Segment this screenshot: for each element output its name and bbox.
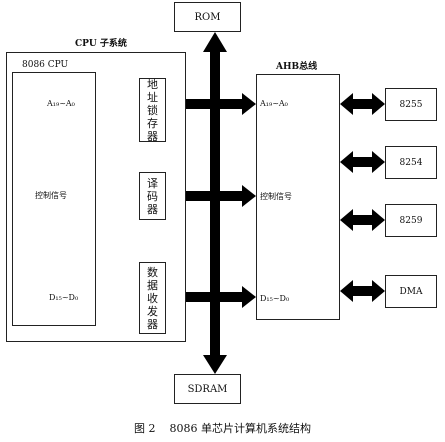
ahb-addr-label: A₁₉~A₀: [260, 99, 288, 108]
peripheral-8259-label: 8259: [399, 215, 423, 226]
bus-ahb-data-arrow: [220, 286, 256, 308]
cpu-subsystem-title: CPU 子系统: [75, 39, 127, 49]
sdram-label: SDRAM: [187, 383, 228, 395]
ahb-data-label: D₁₅~D₀: [260, 294, 290, 303]
bus-ahb-ctrl-arrow: [220, 185, 256, 207]
figure-caption: 图 2 8086 单芯片计算机系统结构: [134, 422, 311, 435]
address-latch-box: 地址锁存器: [139, 77, 166, 143]
ahb-8259-arrow: [340, 209, 385, 231]
peripheral-8259-box: 8259: [385, 204, 437, 237]
decoder-label: 译码器: [147, 176, 158, 216]
peripheral-8254-box: 8254: [385, 146, 437, 179]
rom-box: ROM: [174, 2, 241, 32]
vertical-bus-arrow: [203, 32, 227, 374]
ahb-box: [256, 74, 340, 320]
sdram-box: SDRAM: [174, 374, 241, 404]
data-transceiver-box: 数据收发器: [139, 262, 166, 334]
peripheral-8254-label: 8254: [399, 157, 423, 168]
cpu-data-label: D₁₅~D₀: [49, 293, 79, 302]
bus-ahb-addr-arrow: [220, 93, 256, 115]
ahb-8254-arrow: [340, 151, 385, 173]
ahb-ctrl-label: 控制信号: [260, 192, 292, 201]
ahb-8255-arrow: [340, 93, 385, 115]
decoder-box: 译码器: [139, 172, 166, 220]
ahb-dma-arrow: [340, 280, 385, 302]
cpu-ctrl-label: 控制信号: [35, 191, 67, 200]
peripheral-8255-label: 8255: [399, 99, 423, 110]
peripheral-dma-label: DMA: [399, 286, 423, 297]
cpu-box: [12, 72, 96, 326]
rom-label: ROM: [194, 11, 221, 23]
address-latch-label: 地址锁存器: [147, 77, 158, 143]
cpu-label: 8086 CPU: [22, 60, 69, 70]
peripheral-dma-box: DMA: [385, 275, 437, 308]
ahb-title: AHB总线: [276, 62, 318, 72]
data-transceiver-label: 数据收发器: [147, 265, 158, 331]
peripheral-8255-box: 8255: [385, 88, 437, 121]
cpu-addr-label: A₁₉~A₀: [47, 99, 75, 108]
